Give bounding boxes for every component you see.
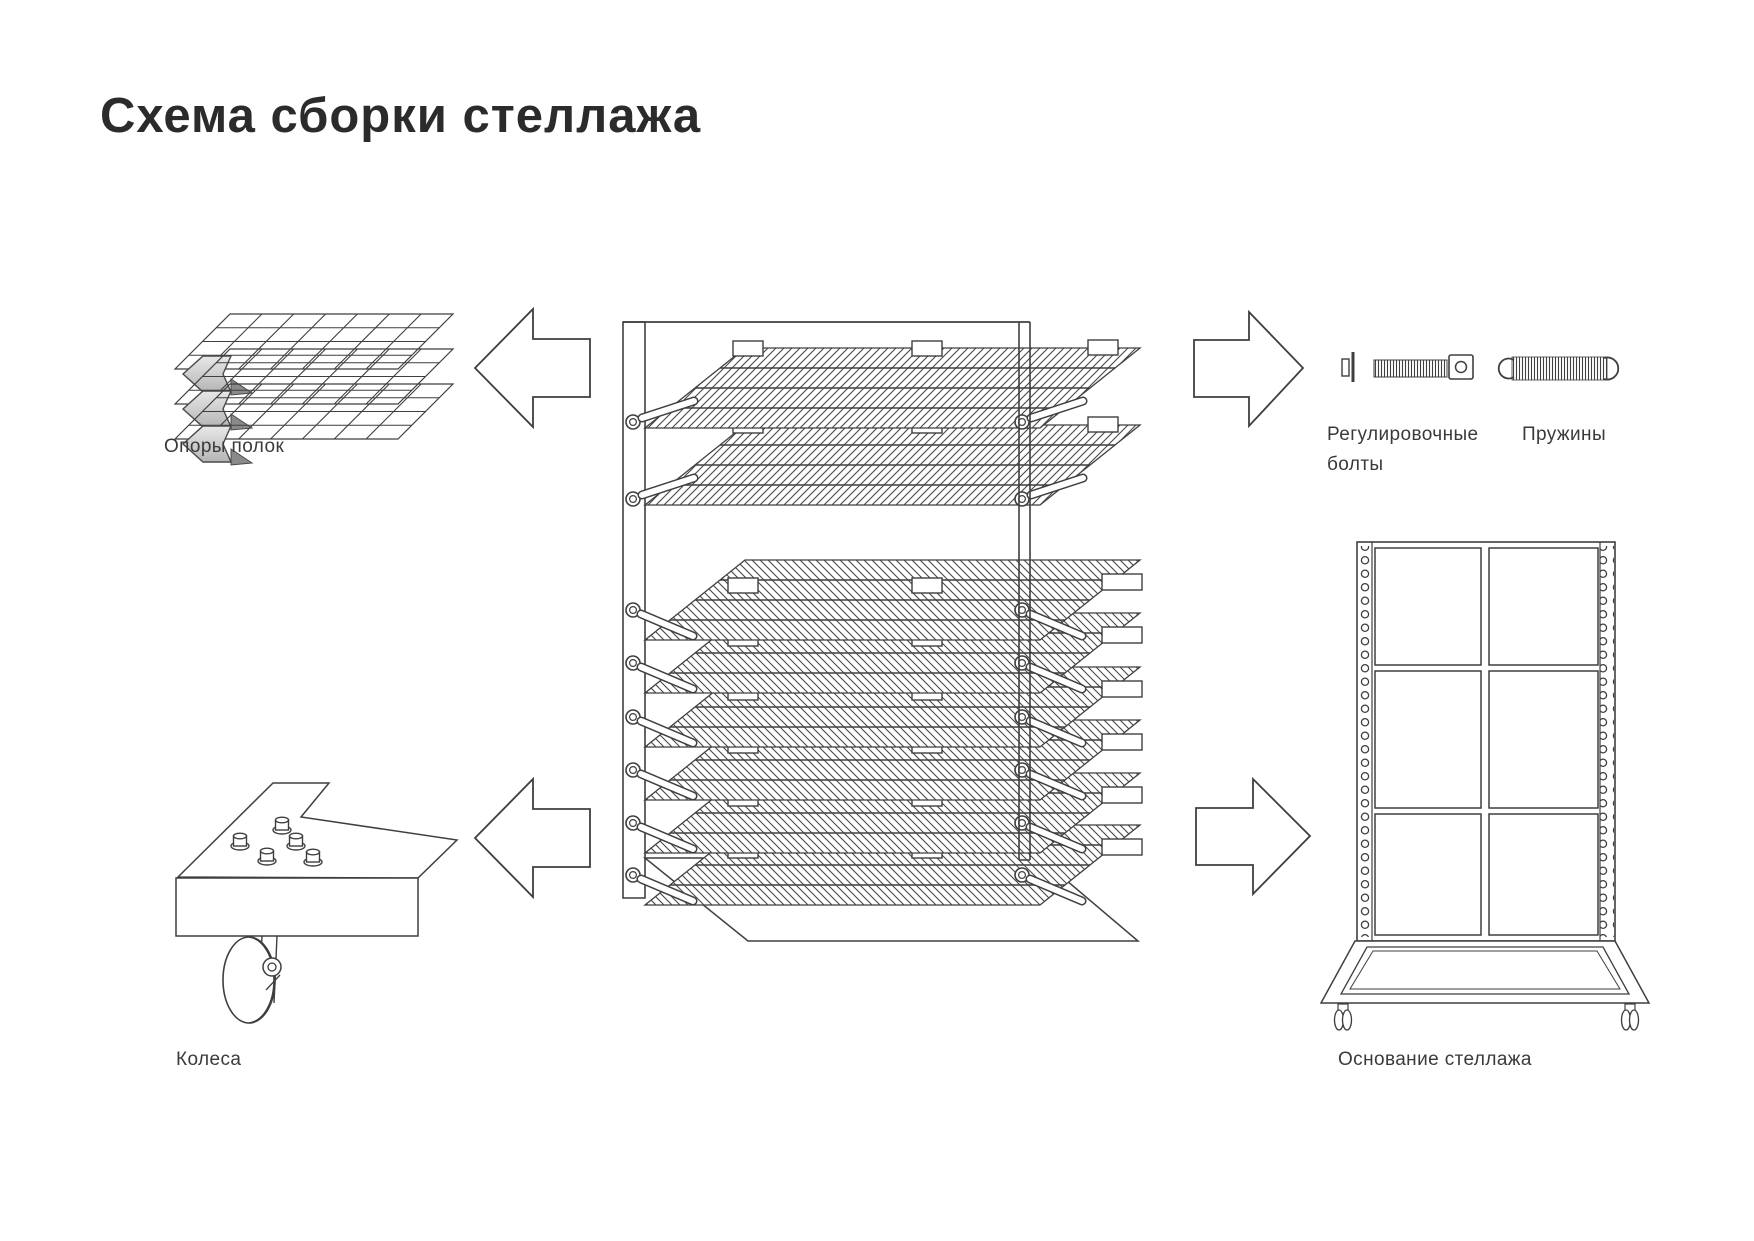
rack-assembly-illustration — [623, 321, 1142, 942]
rack-base-illustration — [1319, 541, 1651, 1031]
page-title: Схема сборки стеллажа — [100, 89, 702, 143]
threaded-rod-icon — [1373, 359, 1448, 378]
bolt-icon — [257, 847, 277, 866]
spring-hook-icon — [1603, 356, 1620, 381]
label-rack-base: Основание стеллажа — [1338, 1049, 1532, 1070]
spring-illustration — [1497, 356, 1620, 381]
bolt-head-icon — [1341, 358, 1350, 377]
caster-icon — [1620, 1003, 1640, 1031]
arrow-left-bottom-icon — [473, 776, 591, 900]
bolt-icon — [230, 832, 250, 851]
bolt-icon — [272, 816, 292, 835]
caster-icon — [1333, 1003, 1353, 1031]
wire-shelf-floating — [626, 340, 1140, 429]
spring-coil-icon — [1511, 356, 1608, 381]
mesh-shelf — [174, 313, 454, 396]
wire-shelf — [626, 560, 1142, 640]
label-wheels: Колеса — [176, 1049, 242, 1070]
caster-wheel-icon — [222, 935, 282, 1024]
perforated-strip — [1358, 546, 1372, 937]
label-springs: Пружины — [1522, 424, 1606, 445]
bolt-icon — [303, 848, 323, 867]
wheel-corner-illustration — [175, 782, 459, 1024]
spring-hook-icon — [1497, 357, 1515, 380]
adjusting-bolt-illustration — [1341, 352, 1474, 382]
wire-shelf-floating — [626, 417, 1140, 506]
bolt-icon — [286, 832, 306, 851]
arrow-left-top-icon — [473, 306, 591, 430]
arrow-right-top-icon — [1193, 309, 1305, 429]
arrow-right-bottom-icon — [1195, 776, 1312, 897]
label-shelf-supports: Опоры полок — [164, 436, 285, 457]
floor-frame — [1319, 940, 1651, 1004]
perforated-strip — [1600, 546, 1614, 937]
label-adjusting-bolts: Регулировочные болты — [1327, 424, 1479, 475]
